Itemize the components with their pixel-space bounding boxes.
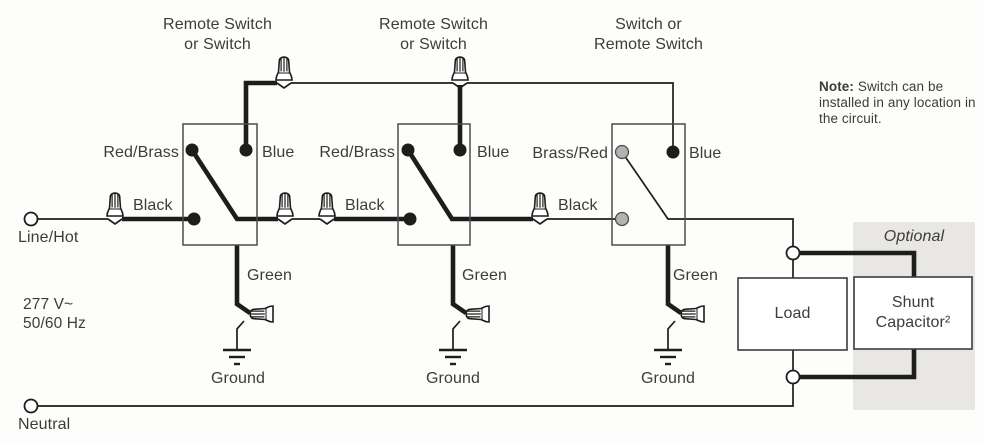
terminal-redbrass-1 [185, 143, 199, 157]
shunt-capacitor-box [853, 276, 973, 350]
load-bottom-node [785, 369, 801, 385]
wire-nut-icon [275, 56, 293, 81]
wire-nut-icon [106, 192, 124, 217]
switch2-right-terminal-label: Blue [477, 144, 510, 161]
ground-label-1: Ground [211, 370, 265, 387]
ground-icon [437, 348, 469, 366]
black-wire-label-2: Black [345, 197, 385, 214]
wire-nut-icon [680, 305, 705, 323]
line-hot-label: Line/Hot [18, 229, 79, 246]
wire-shunt-top [800, 250, 917, 277]
switch3-left-terminal-label: Brass/Red [532, 145, 608, 162]
wire-shunt-bottom [800, 349, 917, 380]
terminal-black-3 [614, 211, 630, 227]
note-text: Note: Switch can be installed in any loc… [819, 79, 982, 127]
switch1-box [182, 123, 258, 246]
wire-green-1 [234, 245, 252, 315]
switch3-box [611, 123, 686, 246]
switch2-title: Remote Switch or Switch [379, 16, 488, 53]
green-wire-label-2: Green [462, 267, 507, 284]
terminal-blue-2 [453, 143, 467, 157]
load-box [737, 277, 848, 351]
wire-nut-icon [249, 305, 274, 323]
thick-wires [122, 80, 917, 380]
switch2-left-terminal-label: Red/Brass [319, 144, 395, 161]
splice-notch [532, 218, 548, 226]
splice-notch [319, 218, 335, 226]
wire-green-3 [665, 245, 683, 315]
ground-icon [652, 348, 684, 366]
ground-label-3: Ground [641, 370, 695, 387]
switch3-right-terminal-label: Blue [689, 145, 722, 162]
wire-blue-lead-1 [243, 80, 277, 150]
terminal-redbrass-2 [401, 143, 415, 157]
boxes [182, 123, 686, 246]
black-wire-label-3: Black [558, 197, 598, 214]
terminal-blue-3 [666, 145, 680, 159]
wire-ground-lead-3 [667, 320, 676, 349]
splice-notch [276, 82, 292, 90]
wire-nut-icon [465, 305, 490, 323]
shunt-capacitor-label: Shunt Capacitor² [875, 294, 951, 331]
green-wire-label-1: Green [247, 267, 292, 284]
splice-notch [107, 218, 123, 226]
note-body: Switch can be installed in any location … [819, 79, 976, 126]
ground-label-2: Ground [426, 370, 480, 387]
ground-icon [221, 348, 253, 366]
green-wire-label-3: Green [673, 267, 718, 284]
wire-ground-lead-1 [236, 320, 245, 349]
terminal-brassred-3 [614, 144, 630, 160]
switch1-left-terminal-label: Red/Brass [103, 144, 179, 161]
neutral-node [23, 398, 39, 414]
wire-blue-top-2 [467, 82, 674, 152]
wire-nut-icon [451, 56, 469, 81]
terminal-black-2 [403, 212, 417, 226]
black-wire-label-1: Black [133, 197, 173, 214]
switch1-right-terminal-label: Blue [262, 144, 295, 161]
wire-nut-icon [318, 192, 336, 217]
wire-nut-icon [276, 192, 294, 217]
wire-switch3-to-load [621, 151, 794, 247]
voltage-value: 277 V~ [23, 296, 74, 313]
frequency-value: 50/60 Hz [23, 314, 86, 332]
note-label: Note: [819, 79, 854, 94]
connection-points [23, 211, 801, 414]
optional-label: Optional [883, 228, 945, 245]
wire-switch1-diagonal [190, 148, 278, 222]
line-hot-node [23, 211, 39, 227]
switch3-title: Switch or Remote Switch [594, 16, 703, 53]
voltage-label: 277 V~50/60 Hz [23, 296, 86, 334]
terminal-blue-1 [239, 143, 253, 157]
wire-ground-lead-2 [452, 320, 461, 349]
wire-green-2 [450, 245, 468, 315]
switch2-box [397, 123, 471, 246]
splice-notch [277, 218, 293, 226]
wire-neutral [38, 383, 794, 407]
thin-wires [38, 82, 794, 407]
terminal-black-1 [187, 212, 201, 226]
load-top-node [785, 245, 801, 261]
wire-switch2-diagonal [406, 148, 533, 222]
wire-nut-icon [531, 192, 549, 217]
terminals [185, 143, 680, 227]
switch1-title: Remote Switch or Switch [163, 16, 272, 53]
load-label: Load [774, 305, 811, 323]
neutral-label: Neutral [18, 416, 71, 433]
